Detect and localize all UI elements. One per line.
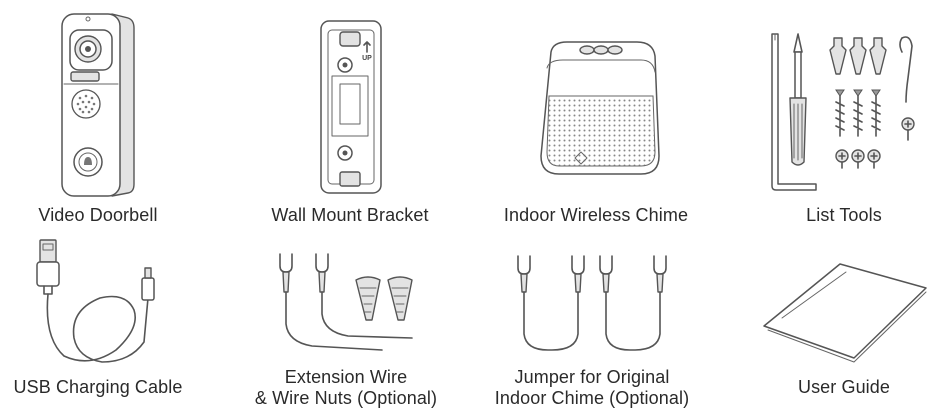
screw-icon — [835, 89, 881, 137]
small-screw-icon — [835, 149, 881, 169]
usb-charging-cable-illustration — [36, 239, 155, 363]
label-jumper-line1: Jumper for Original — [514, 367, 670, 387]
wire-nut-icon — [355, 276, 413, 321]
video-doorbell-illustration — [61, 13, 135, 197]
wall-mount-bracket-illustration: UP — [320, 20, 382, 194]
bracket-up-mark: UP — [362, 55, 372, 62]
extension-wire-illustration — [279, 253, 413, 351]
speaker-grill — [71, 89, 101, 119]
label-list-tools: List Tools — [806, 205, 882, 225]
screwdriver-icon — [789, 33, 807, 166]
list-tools-illustration — [771, 33, 915, 191]
wall-anchor-icon — [829, 37, 887, 75]
user-guide-illustration — [763, 263, 927, 363]
label-usb-charging-cable: USB Charging Cable — [13, 377, 183, 397]
indoor-wireless-chime-illustration — [540, 41, 660, 175]
label-indoor-wireless-chime: Indoor Wireless Chime — [503, 205, 689, 225]
label-extension-wire-line1: Extension Wire — [284, 367, 408, 387]
label-jumper-line2: Indoor Chime (Optional) — [494, 388, 690, 408]
label-user-guide: User Guide — [797, 377, 891, 397]
jumper-illustration — [517, 255, 667, 351]
label-video-doorbell: Video Doorbell — [38, 205, 158, 225]
label-wall-mount-bracket: Wall Mount Bracket — [271, 205, 429, 225]
label-extension-wire-line2: & Wire Nuts (Optional) — [254, 388, 438, 408]
